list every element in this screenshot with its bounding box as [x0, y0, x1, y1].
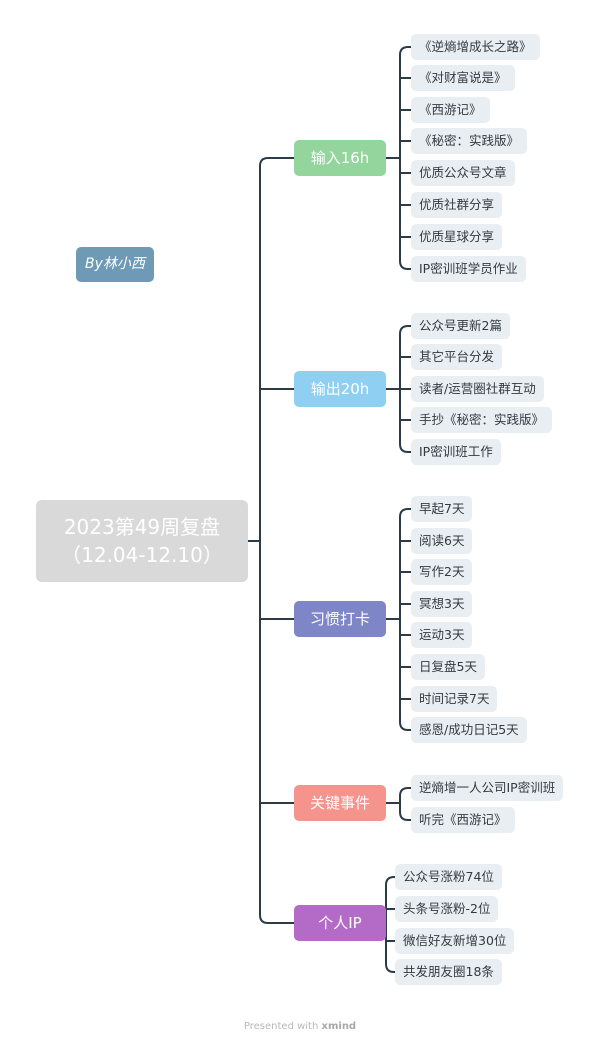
branch-personal-ip[interactable]: 个人IP: [294, 905, 386, 941]
leaf-connector-2-7: [399, 721, 411, 731]
leaf-connector-0-0: [399, 46, 411, 56]
leaf-connector-4-0: [385, 876, 395, 886]
leaf-connector-0-7: [399, 260, 411, 270]
leaf-ip-toutiao-followers[interactable]: 头条号涨粉-2位: [395, 896, 499, 922]
leaf-connector-3-0: [399, 787, 411, 797]
author-label[interactable]: By林小西: [76, 247, 154, 282]
leaf-output-distribution[interactable]: 其它平台分发: [411, 344, 503, 370]
leaf-connector-2-0: [399, 508, 411, 518]
leaf-output-class-work[interactable]: IP密训班工作: [411, 439, 501, 465]
xmind-logo: xmind: [321, 1021, 357, 1032]
leaf-connector-3-1: [399, 811, 411, 821]
leaf-event-journey-west[interactable]: 听完《西游记》: [411, 807, 515, 833]
leaf-habit-early-rise[interactable]: 早起7天: [411, 496, 473, 522]
leaf-habit-gratitude[interactable]: 感恩/成功日记5天: [411, 717, 527, 743]
leaf-output-handcopy[interactable]: 手抄《秘密：实践版》: [411, 407, 553, 433]
branch-connector-input: [259, 157, 294, 167]
leaf-output-interaction[interactable]: 读者/运营圈社群互动: [411, 376, 544, 402]
leaf-input-planet[interactable]: 优质星球分享: [411, 224, 503, 250]
leaf-connector-4-3: [385, 963, 395, 973]
leaf-habit-reading[interactable]: 阅读6天: [411, 528, 473, 554]
leaf-ip-new-friends[interactable]: 微信好友新增30位: [395, 928, 515, 954]
leaf-input-homework[interactable]: IP密训班学员作业: [411, 256, 526, 282]
branch-connector-ip: [259, 914, 294, 924]
leaf-ip-moments[interactable]: 共发朋友圈18条: [395, 959, 502, 985]
leaf-input-articles[interactable]: 优质公众号文章: [411, 160, 515, 186]
leaf-connector-1-0: [399, 325, 411, 335]
leaf-input-community[interactable]: 优质社群分享: [411, 192, 503, 218]
leaf-event-class[interactable]: 逆熵增一人公司IP密训班: [411, 775, 564, 801]
leaf-habit-writing[interactable]: 写作2天: [411, 559, 473, 585]
branch-output[interactable]: 输出20h: [294, 371, 386, 407]
footer-credit: Presented with xmind: [0, 1021, 600, 1032]
root-date-range: （12.04-12.10）: [61, 543, 223, 567]
leaf-connector-1-4: [399, 443, 411, 453]
leaf-output-posts[interactable]: 公众号更新2篇: [411, 313, 510, 339]
branch-habits[interactable]: 习惯打卡: [294, 601, 386, 637]
footer-prefix: Presented with: [243, 1021, 319, 1032]
leaf-habit-exercise[interactable]: 运动3天: [411, 622, 473, 648]
leaf-habit-time-log[interactable]: 时间记录7天: [411, 686, 498, 712]
leaf-input-book-4[interactable]: 《秘密：实践版》: [411, 128, 528, 154]
leaf-input-book-2[interactable]: 《对财富说是》: [411, 65, 515, 91]
root-topic[interactable]: 2023第49周复盘 （12.04-12.10）: [36, 500, 248, 582]
leaf-input-book-1[interactable]: 《逆熵增成长之路》: [411, 34, 540, 60]
leaf-ip-wechat-followers[interactable]: 公众号涨粉74位: [395, 864, 502, 890]
leaf-input-book-3[interactable]: 《西游记》: [411, 97, 490, 123]
branch-key-events[interactable]: 关键事件: [294, 785, 386, 821]
root-title: 2023第49周复盘: [63, 515, 221, 539]
leaf-habit-daily-review[interactable]: 日复盘5天: [411, 654, 485, 680]
leaf-habit-meditation[interactable]: 冥想3天: [411, 591, 473, 617]
branch-input[interactable]: 输入16h: [294, 140, 386, 176]
